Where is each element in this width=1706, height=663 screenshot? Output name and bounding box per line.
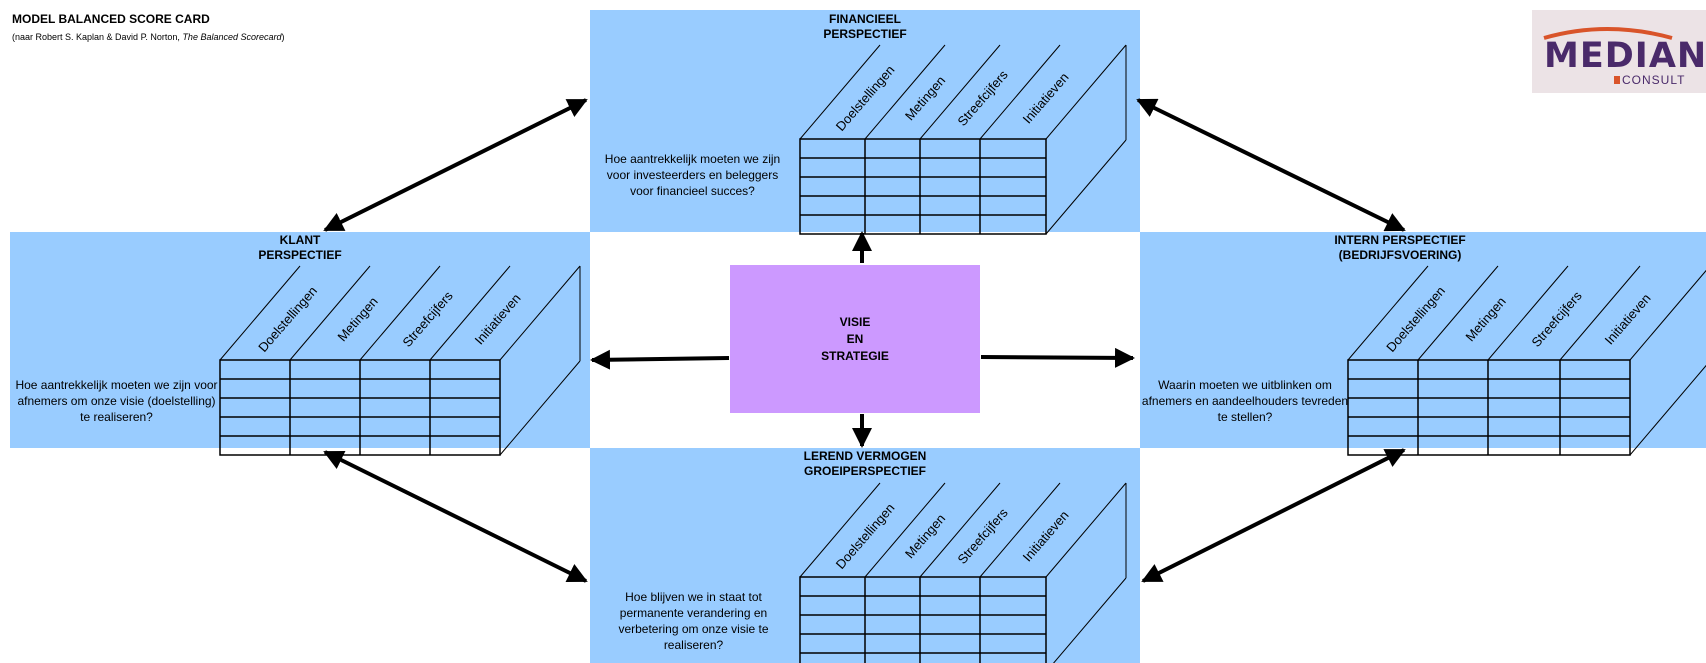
subtitle-suffix: ) [281,32,285,42]
table-intern-header-slant [1417,265,1499,361]
table-klant-side-edge [499,360,581,456]
table-klant-header-2: Streefcijfers [399,288,456,350]
panel-financieel-title-line2: PERSPECTIEF [823,27,907,41]
panel-intern-title: INTERN PERSPECTIEF (BEDRIJFSVOERING) [1290,233,1510,263]
panel-lerend-title-line1: LEREND VERMOGEN [803,449,927,463]
arrow-center-right [980,347,1135,368]
table-intern-side-edge [1629,364,1706,456]
table-lerend-header-slant [1045,482,1127,578]
arrow-klant-financieel [323,98,588,232]
arrow-center-left [590,349,730,370]
page-subtitle: (naar Robert S. Kaplan & David P. Norton… [12,32,285,42]
logo-word: MEDIAN [1544,36,1706,76]
table-lerend-header-slant [864,482,946,578]
table-financieel-header-slant [919,44,1001,140]
panel-lerend-question: Hoe blijven we in staat tot permanente v… [618,590,769,652]
table-klant-header-slant [429,265,511,361]
table-financieel-header-slant [1045,44,1127,140]
table-financieel-side-edge [1045,139,1127,235]
panel-intern-title-line2: (BEDRIJFSVOERING) [1338,248,1462,262]
center-line1: VISIE [839,314,871,329]
table-intern-header-slant [1487,265,1569,361]
table-financieel-grid [799,138,1047,235]
panel-klant [10,232,590,448]
table-lerend-grid [799,576,1047,663]
center-line2: EN [846,331,864,346]
table-intern-header-slant [1629,269,1706,361]
vision-strategy-box: VISIE EN STRATEGIE [730,265,980,413]
panel-klant-title-line1: KLANT [279,233,321,247]
panel-lerend-title-line2: GROEIPERSPECTIEF [803,464,927,478]
table-financieel-header-slant [799,44,881,140]
panel-intern [1140,232,1706,448]
table-klant-header-1: Metingen [334,294,380,344]
logo-square [1614,76,1620,84]
logo-swoosh [1543,27,1673,40]
median-consult-logo: MEDIAN CONSULT [1532,10,1706,93]
table-financieel-header-1: Metingen [902,73,948,123]
table-lerend-header-0: Doelstellingen [833,500,898,571]
panel-intern-title-line1: INTERN PERSPECTIEF [1334,233,1466,247]
panel-financieel-title: FINANCIEEL PERSPECTIEF [765,12,965,42]
panel-lerend-title: LEREND VERMOGEN GROEIPERSPECTIEF [765,449,965,479]
logo-sub: CONSULT [1622,73,1686,87]
table-klant-header-slant [219,265,301,361]
panel-financieel-question: Hoe aantrekkelijk moeten we zijn voor in… [604,152,781,198]
center-line3: STRATEGIE [821,348,889,363]
table-lerend-header-slant [919,482,1001,578]
page-title: MODEL BALANCED SCORE CARD [12,12,210,26]
table-intern-header-3: Initiatieven [1602,291,1654,348]
table-klant-header-3: Initiatieven [472,291,524,348]
table-intern-header-1: Metingen [1462,294,1508,344]
table-lerend-header-slant [979,482,1061,578]
table-intern-header-0: Doelstellingen [1383,283,1448,354]
table-klant-header-0: Doelstellingen [255,283,320,354]
panel-klant-title: KLANT PERSPECTIEF [200,233,400,263]
table-intern-header-slant [1347,265,1429,361]
table-lerend-header-2: Streefcijfers [954,505,1011,567]
panel-intern-question: Waarin moeten we uitblinken om afnemers … [1141,378,1349,424]
panel-financieel-title-line1: FINANCIEEL [829,12,901,26]
table-financieel-header-slant [864,44,946,140]
arrow-intern-lerend [1141,448,1406,583]
arrow-financieel-intern [1136,98,1406,232]
table-financieel-header-0: Doelstellingen [833,62,898,133]
table-financieel-header-2: Streefcijfers [954,67,1011,129]
panel-klant-question: Hoe aantrekkelijk moeten we zijn voor af… [15,378,218,424]
arrow-klant-lerend [323,450,588,583]
subtitle-prefix: (naar Robert S. Kaplan & David P. Norton… [12,32,183,42]
table-intern-grid [1347,359,1631,456]
panel-klant-title-line2: PERSPECTIEF [258,248,342,262]
table-lerend-header-1: Metingen [902,511,948,561]
table-lerend-header-slant [799,482,881,578]
table-intern-header-slant [1559,265,1641,361]
subtitle-book: The Balanced Scorecard [182,32,282,42]
arrows-group [323,98,1406,583]
table-financieel-header-slant [979,44,1061,140]
table-lerend-side-edge [1053,577,1127,663]
table-klant-header-slant [499,265,581,361]
table-klant: Doelstellingen Metingen Streefcijfers Initi… [219,265,581,456]
table-klant-header-slant [359,265,441,361]
table-klant-header-slant [289,265,371,361]
